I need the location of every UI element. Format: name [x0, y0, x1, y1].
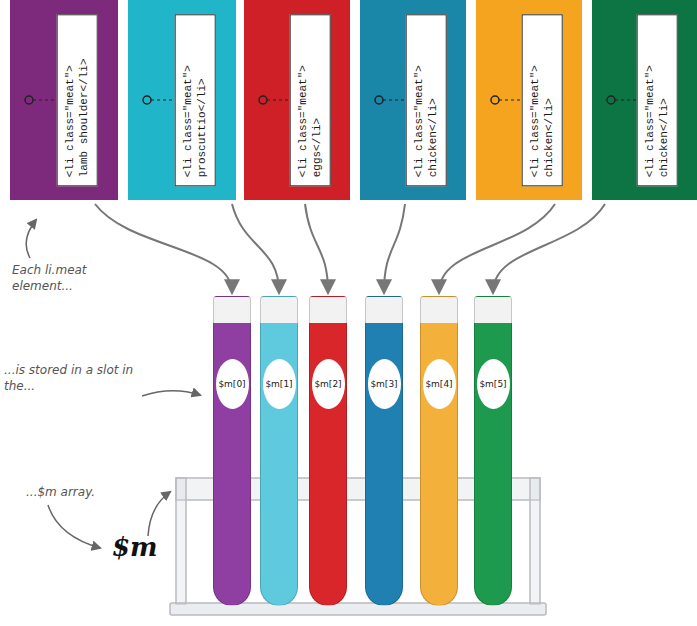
- slot-label: $m[0]: [216, 359, 249, 409]
- leader-line: [142, 391, 200, 396]
- code-card: <li class="meat"> chicken</li>: [592, 0, 697, 200]
- code-card: <li class="meat"> chicken</li>: [360, 0, 466, 200]
- connector-arrow: [305, 204, 328, 292]
- code-text: <li class="meat"> chicken</li>: [643, 47, 672, 177]
- test-tube: $m[3]: [365, 296, 403, 606]
- code-card: <li class="meat"> eggs</li>: [244, 0, 350, 200]
- slot-label: $m[2]: [312, 359, 345, 409]
- annotation: ...$m array.: [26, 484, 136, 500]
- code-card: <li class="meat"> chicken</li>: [476, 0, 582, 200]
- test-tube: $m[0]: [213, 296, 251, 606]
- code-text: <li class="meat"> chicken</li>: [411, 47, 440, 177]
- rack-leg: [176, 478, 186, 604]
- connector-arrow: [95, 204, 232, 292]
- annotation: Each li.meat element...: [12, 262, 100, 294]
- slot-label: $m[1]: [263, 359, 296, 409]
- test-tube: $m[5]: [474, 296, 512, 606]
- slot-label: $m[4]: [423, 359, 456, 409]
- connector-arrow: [384, 204, 405, 292]
- slot-label: $m[5]: [477, 359, 510, 409]
- array-name: $m: [112, 530, 172, 565]
- test-tube: $m[4]: [420, 296, 458, 606]
- paper-slip: <li class="meat"> eggs</li>: [289, 14, 330, 186]
- leader-line: [48, 505, 100, 548]
- paper-slip: <li class="meat"> chicken</li>: [405, 14, 446, 186]
- code-card: <li class="meat"> proscuttio</li>: [128, 0, 236, 200]
- code-text: <li class="meat"> eggs</li>: [295, 47, 324, 177]
- rack-leg: [530, 478, 540, 604]
- annotation: ...is stored in a slot in the...: [4, 362, 142, 394]
- slot-label: $m[3]: [368, 359, 401, 409]
- code-text: <li class="meat"> lamb shoulder</li>: [63, 47, 92, 177]
- code-text: <li class="meat"> proscuttio</li>: [181, 47, 210, 177]
- test-tube: $m[1]: [260, 296, 298, 606]
- leader-line: [26, 220, 36, 258]
- paper-slip: <li class="meat"> proscuttio</li>: [175, 14, 216, 186]
- paper-slip: <li class="meat"> chicken</li>: [521, 14, 562, 186]
- paper-slip: <li class="meat"> chicken</li>: [637, 14, 678, 186]
- connector-arrow: [232, 204, 279, 292]
- code-text: <li class="meat"> chicken</li>: [527, 47, 556, 177]
- leader-line: [148, 492, 170, 536]
- paper-slip: <li class="meat"> lamb shoulder</li>: [57, 14, 98, 186]
- code-card: <li class="meat"> lamb shoulder</li>: [10, 0, 118, 200]
- test-tube: $m[2]: [309, 296, 347, 606]
- connector-arrow: [493, 204, 605, 292]
